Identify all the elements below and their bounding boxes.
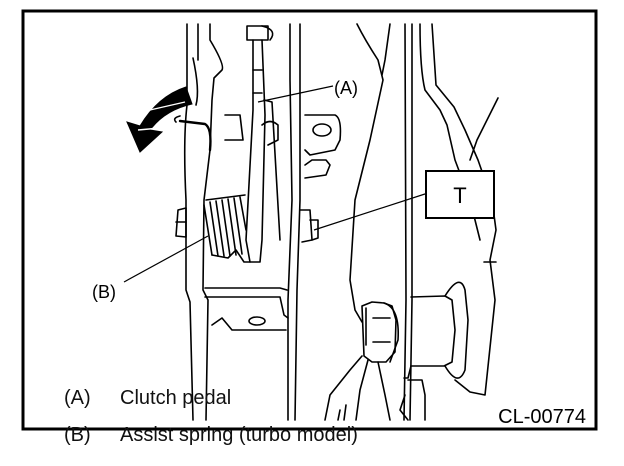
clevis-bushing bbox=[399, 281, 469, 421]
leader-line-b bbox=[123, 235, 209, 283]
leader-line-a bbox=[257, 85, 334, 103]
assist-spring bbox=[173, 115, 251, 263]
figure-id: CL-00774 bbox=[498, 406, 586, 428]
callout-b-label: (B) bbox=[92, 282, 116, 302]
pivot-bolt bbox=[299, 209, 319, 243]
legend-label: Clutch pedal bbox=[120, 387, 232, 409]
legend-key: (A) bbox=[64, 387, 91, 409]
legend-item-a: (A) Clutch pedal bbox=[64, 386, 231, 410]
leader-line-t bbox=[313, 192, 429, 231]
rotation-arrow-icon bbox=[126, 86, 193, 153]
pedal-bracket bbox=[183, 23, 301, 421]
legend-item-b: (B) Assist spring (turbo model) bbox=[64, 423, 358, 447]
pedal-stopper-bracket bbox=[224, 114, 342, 179]
torque-callout-label: T bbox=[453, 183, 466, 208]
torque-callout-box bbox=[425, 170, 495, 219]
legend-key: (B) bbox=[64, 424, 91, 446]
lower-nut bbox=[324, 301, 400, 421]
bracket-hole bbox=[248, 316, 266, 326]
figure-frame bbox=[21, 9, 598, 431]
clutch-pedal-arm bbox=[245, 25, 281, 263]
arrow-highlights bbox=[137, 101, 186, 131]
callout-a-label: (A) bbox=[334, 78, 358, 98]
legend-label: Assist spring (turbo model) bbox=[120, 424, 358, 446]
pedal-support-bracket bbox=[349, 23, 499, 421]
